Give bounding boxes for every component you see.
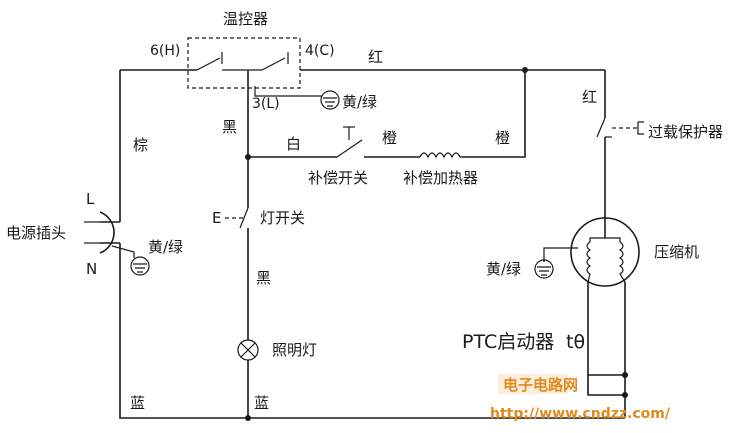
junctions — [245, 67, 628, 421]
compressor — [534, 217, 640, 287]
wire-orange-switch-label: 橙 — [382, 129, 397, 147]
labels: 温控器 6(H) 4(C) 3(L) 红 黄/绿 棕 黑 白 橙 橙 补偿开关 … — [6, 10, 723, 412]
ground-plug-label: 黄/绿 — [148, 238, 183, 256]
compressor-body — [570, 217, 640, 287]
overload-protector — [596, 117, 644, 138]
comp-switch-blade — [336, 139, 363, 158]
ground-thermostat-label: 黄/绿 — [342, 93, 377, 111]
thermostat-label: 温控器 — [223, 10, 268, 28]
watermark-bg — [498, 374, 568, 394]
terminal-c-label: 4(C) — [305, 43, 335, 59]
thermostat-box — [187, 37, 301, 89]
light-switch-e-label: E — [212, 209, 221, 227]
plug-body — [99, 211, 115, 254]
overload-blade — [596, 117, 606, 138]
watermark-url: http://www.cndzz.com/ — [490, 406, 671, 422]
junction-dot — [245, 415, 251, 421]
junction-dot — [622, 392, 628, 398]
plug-l-label: L — [86, 190, 95, 208]
thermostat-contact-h — [196, 57, 221, 71]
compensation-switch — [336, 126, 363, 158]
thermostat — [187, 37, 340, 110]
wire-red-top-label: 红 — [368, 48, 383, 66]
lamp-label: 照明灯 — [272, 341, 317, 359]
comp-heater-label: 补偿加热器 — [403, 169, 478, 187]
wire-white-label: 白 — [286, 135, 301, 153]
ground-compressor-label: 黄/绿 — [486, 260, 521, 278]
wire-comp-ground — [543, 247, 578, 262]
ptc-label: PTC启动器 — [462, 331, 554, 353]
plug-label: 电源插头 — [6, 224, 66, 242]
watermark-title: 电子电路网 — [503, 376, 578, 394]
compressor-label: 压缩机 — [654, 243, 699, 261]
thermostat-contact-c — [261, 57, 286, 71]
light-switch-blade — [239, 207, 249, 229]
wires — [100, 69, 626, 419]
junction-dot — [245, 154, 251, 160]
compensation-heater — [419, 152, 462, 159]
plug-ground-wire — [111, 245, 135, 258]
terminal-h-label: 6(H) — [150, 43, 180, 59]
compressor-winding-left — [586, 237, 605, 283]
light-switch-label: 灯开关 — [260, 209, 305, 227]
wire-orange-right-label: 橙 — [495, 129, 510, 147]
ptc-symbol-label: tθ — [566, 331, 585, 353]
plug-n-label: N — [86, 260, 97, 278]
junction-dot — [522, 67, 528, 73]
ground-icon — [130, 256, 150, 276]
wire-blue-left-label: 蓝 — [130, 394, 145, 412]
lamp-icon — [237, 339, 259, 361]
power-plug — [84, 211, 150, 276]
terminal-l-label: 3(L) — [252, 96, 280, 112]
ground-icon — [320, 90, 340, 110]
heater-coil — [419, 152, 462, 159]
ground-icon — [534, 259, 554, 279]
wire-red-right-label: 红 — [582, 88, 597, 106]
wire-ptc-left — [587, 282, 625, 396]
comp-switch-label: 补偿开关 — [308, 169, 368, 187]
wire-black-top-label: 黑 — [222, 118, 237, 136]
wire-blue-mid-label: 蓝 — [254, 394, 269, 412]
overload-label: 过载保护器 — [648, 123, 723, 141]
wire-black-mid-label: 黑 — [256, 269, 271, 287]
wire-orange-branch — [462, 70, 526, 158]
junction-dot — [622, 372, 628, 378]
light-switch — [225, 207, 249, 229]
thermostat-ground-wire — [254, 86, 322, 97]
compressor-winding-right — [605, 237, 626, 283]
overload-actuator — [637, 121, 644, 135]
wire-blue-left-bus — [119, 243, 625, 419]
wire-brown-label: 棕 — [133, 136, 148, 154]
watermark: 电子电路网 http://www.cndzz.com/ — [490, 374, 671, 422]
